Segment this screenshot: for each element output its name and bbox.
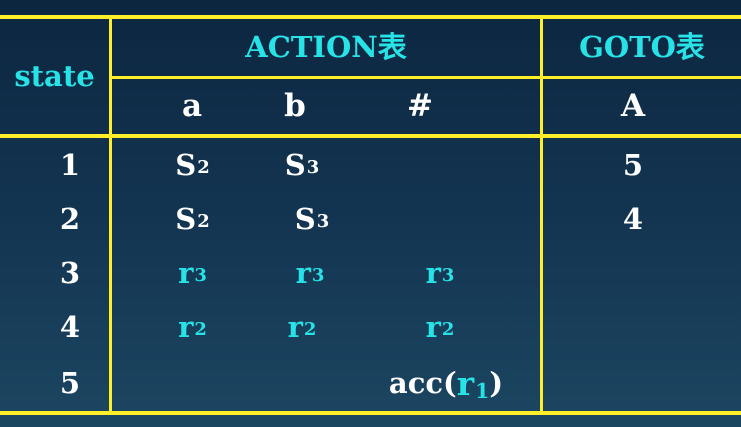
state-cell: 3 [59, 255, 81, 290]
action-symbol: S [175, 201, 197, 236]
action-cell-hash: acc(r1) [386, 358, 506, 408]
column-header-A: A [620, 88, 646, 124]
table-bottom-border [0, 411, 741, 415]
state-cell: 4 [59, 309, 81, 344]
accept-reduce: r1 [456, 363, 490, 404]
column-header-a: a [181, 88, 203, 124]
state-cell: 1 [59, 147, 81, 182]
action-symbol: r [178, 255, 194, 290]
action-symbol: r [456, 363, 475, 403]
action-subscript: 1 [475, 379, 490, 404]
action-subscript: 3 [441, 265, 455, 287]
state-header: state [14, 59, 95, 93]
action-symbol: r [287, 309, 303, 344]
action-symbol: S [294, 201, 316, 236]
action-subscript: 3 [311, 265, 325, 287]
action-header: ACTION表 [245, 30, 407, 64]
header-divider [110, 76, 741, 79]
action-subscript: 2 [303, 319, 317, 341]
action-subscript: 3 [306, 157, 320, 179]
goto-cell-A: 4 [622, 201, 644, 236]
action-symbol: r [178, 309, 194, 344]
action-symbol: r [425, 255, 441, 290]
header-bottom-border [0, 134, 741, 138]
action-subscript: 2 [194, 319, 207, 341]
goto-cell-A: 5 [622, 147, 644, 182]
state-cell: 5 [59, 365, 81, 400]
column-header-b: b [284, 88, 306, 124]
action-subscript: 2 [197, 157, 210, 179]
column-header-hash: # [407, 88, 433, 124]
action-subscript: 2 [441, 319, 455, 341]
action-symbol: r [295, 255, 311, 290]
action-symbol: S [284, 147, 306, 182]
accept-prefix: acc( [388, 365, 457, 400]
action-subscript: 3 [194, 265, 207, 287]
state-cell: 2 [59, 201, 81, 236]
accept-suffix: ) [489, 365, 504, 400]
goto-header: GOTO表 [579, 30, 705, 64]
table-top-border [0, 15, 741, 19]
action-goto-divider [540, 15, 543, 415]
action-symbol: S [175, 147, 197, 182]
action-subscript: 3 [316, 211, 330, 233]
action-symbol: r [425, 309, 441, 344]
state-column-divider [109, 15, 112, 415]
action-subscript: 2 [197, 211, 210, 233]
